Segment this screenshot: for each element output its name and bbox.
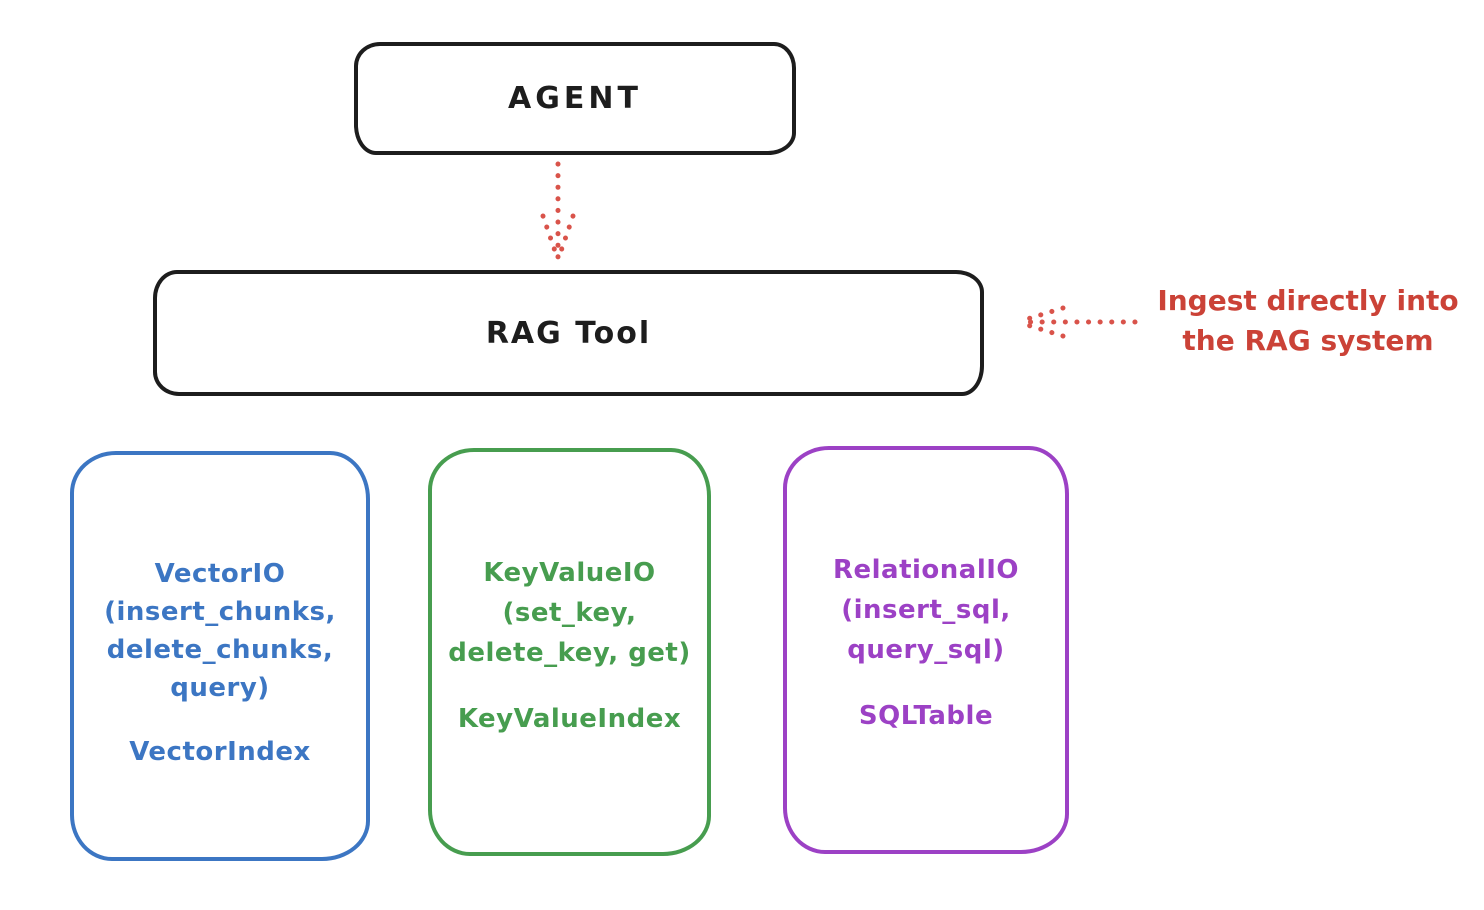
ingest-annotation[interactable]: Ingest directly into the RAG system [1140,281,1476,361]
io-index-label: VectorIndex [129,737,311,767]
agent-label: AGENT [508,81,642,116]
arrow-wing-left [540,213,559,257]
vector-io-text: VectorIO (insert_chunks, delete_chunks, … [74,455,366,771]
dotted-arrow-left-icon[interactable] [1016,302,1140,342]
rag-tool-label: RAG Tool [485,315,652,351]
io-line: query) [170,673,270,703]
keyvalue-io-node[interactable]: KeyValueIO (set_key, delete_key, get) Ke… [428,448,711,856]
relational-io-node[interactable]: RelationalIO (insert_sql, query_sql) SQL… [783,446,1069,854]
spacer [432,673,707,699]
io-line: KeyValueIO [483,558,656,588]
arrow-wing-right [557,213,576,257]
io-line: VectorIO [154,559,286,589]
io-index-label: SQLTable [858,701,994,731]
io-line: RelationalIO [832,555,1020,585]
io-line: (insert_chunks, [104,597,336,627]
io-line: delete_key, get) [448,638,691,668]
annotation-line-2: the RAG system [1182,324,1434,357]
arrow-wing-top [1021,305,1066,323]
io-line: (insert_sql, [841,595,1011,625]
agent-node[interactable]: AGENT [354,42,796,155]
rag-tool-node[interactable]: RAG Tool [153,270,984,396]
keyvalue-io-text: KeyValueIO (set_key, delete_key, get) Ke… [432,452,707,739]
spacer [787,670,1065,696]
relational-io-text: RelationalIO (insert_sql, query_sql) SQL… [787,450,1065,736]
spacer [74,707,366,733]
io-line: query_sql) [847,635,1005,665]
vector-io-node[interactable]: VectorIO (insert_chunks, delete_chunks, … [70,451,370,861]
dotted-arrow-down-icon[interactable] [538,160,578,264]
arrow-wing-bottom [1021,321,1066,339]
io-line: delete_chunks, [106,635,334,665]
io-index-label: KeyValueIndex [457,704,682,734]
io-line: (set_key, [502,598,637,628]
annotation-line-1: Ingest directly into [1157,284,1459,317]
